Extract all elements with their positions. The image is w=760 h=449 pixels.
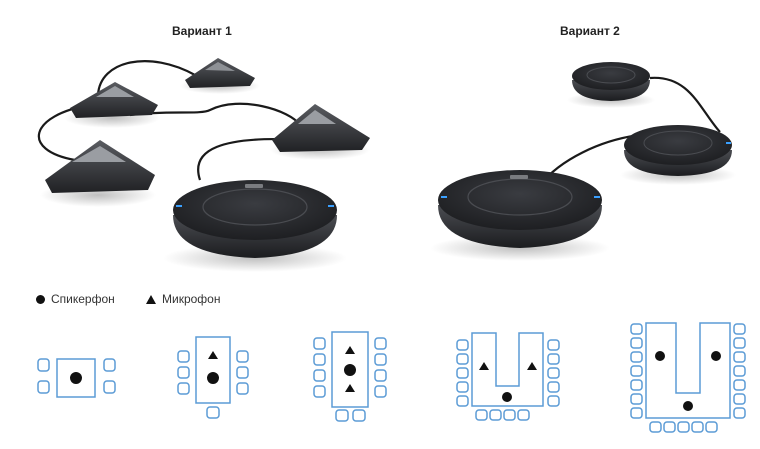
microphone-device-icon [180,58,260,94]
speakerphone-marker-icon [711,351,721,361]
layout-u-table-large [630,322,746,433]
variant-2-speakerphone-small [567,62,655,108]
layout-small-table [37,358,116,398]
variant-2-speakerphone-medium [620,125,736,185]
variant-2-speakerphone-large [430,170,610,261]
device-markers [70,346,721,411]
devices-illustration [37,58,736,272]
speakerphone-marker-icon [70,372,82,384]
microphone-triangle-icon [146,294,156,304]
variant-1-speakerphone [163,180,347,272]
speakerphone-marker-icon [655,351,665,361]
layout-u-table-medium [456,332,560,421]
speakerphone-marker-icon [344,364,356,376]
microphone-device-icon [270,104,370,160]
legend-microphone-label: Микрофон [162,292,221,306]
speakerphone-marker-icon [207,372,219,384]
microphone-marker-icon [527,362,537,370]
legend-speakerphone-label: Спикерфон [51,292,115,306]
microphone-marker-icon [208,351,218,359]
microphone-device-icon [64,82,160,128]
variant-1-microphones [40,58,370,207]
speakerphone-marker-icon [502,392,512,402]
layout-long-table [313,331,387,422]
layout-medium-table [177,336,249,419]
variant-2-title: Вариант 2 [560,24,620,38]
microphone-device-icon [40,140,156,207]
speakerphone-marker-icon [683,401,693,411]
legend-speakerphone: Спикерфон [36,292,115,306]
microphone-marker-icon [479,362,489,370]
microphone-marker-icon [345,346,355,354]
variant-1-title: Вариант 1 [172,24,232,38]
speakerphone-dot-icon [36,294,45,304]
legend-microphone: Микрофон [146,292,220,306]
microphone-marker-icon [345,384,355,392]
